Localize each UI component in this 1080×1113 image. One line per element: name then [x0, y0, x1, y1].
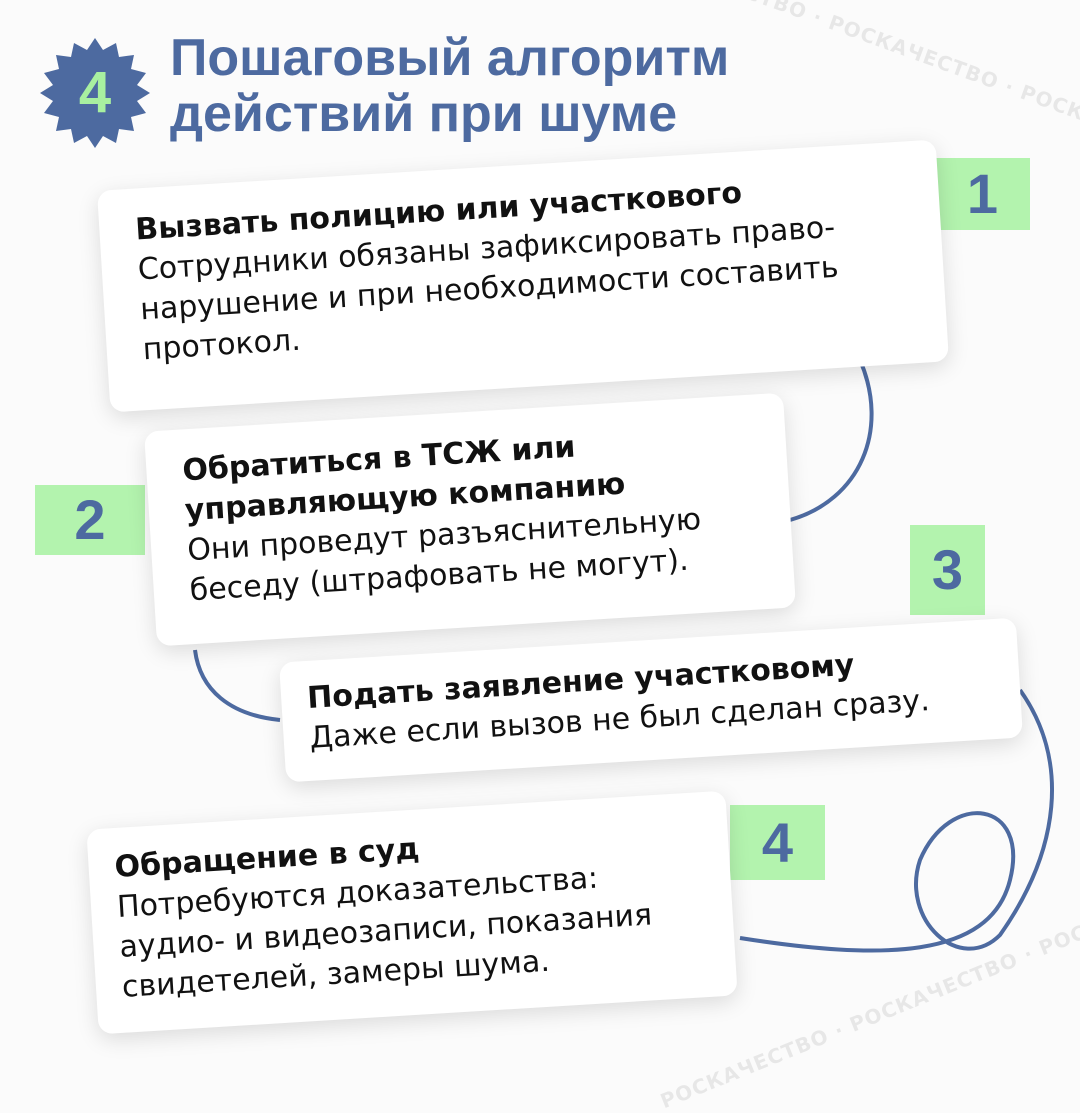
step-number-2: 2 [35, 485, 145, 555]
connector-lines [193, 359, 1054, 953]
step-number-1: 1 [935, 158, 1030, 230]
title-line-2: действий при шуме [170, 85, 678, 143]
step-number-4: 4 [730, 805, 825, 880]
step-number-3: 3 [910, 525, 985, 615]
title-line-1: Пошаговый алгоритм [170, 29, 730, 87]
step-badge: 4 [40, 38, 150, 148]
step-card-2: Обратиться в ТСЖ или управляющую компани… [144, 392, 796, 647]
page-title: Пошаговый алгоритм действий при шуме [170, 30, 729, 142]
badge-star-icon [40, 38, 150, 148]
badge-number: 4 [78, 60, 112, 125]
step-card-4: Обращение в суд Потребуются доказательст… [86, 790, 738, 1035]
